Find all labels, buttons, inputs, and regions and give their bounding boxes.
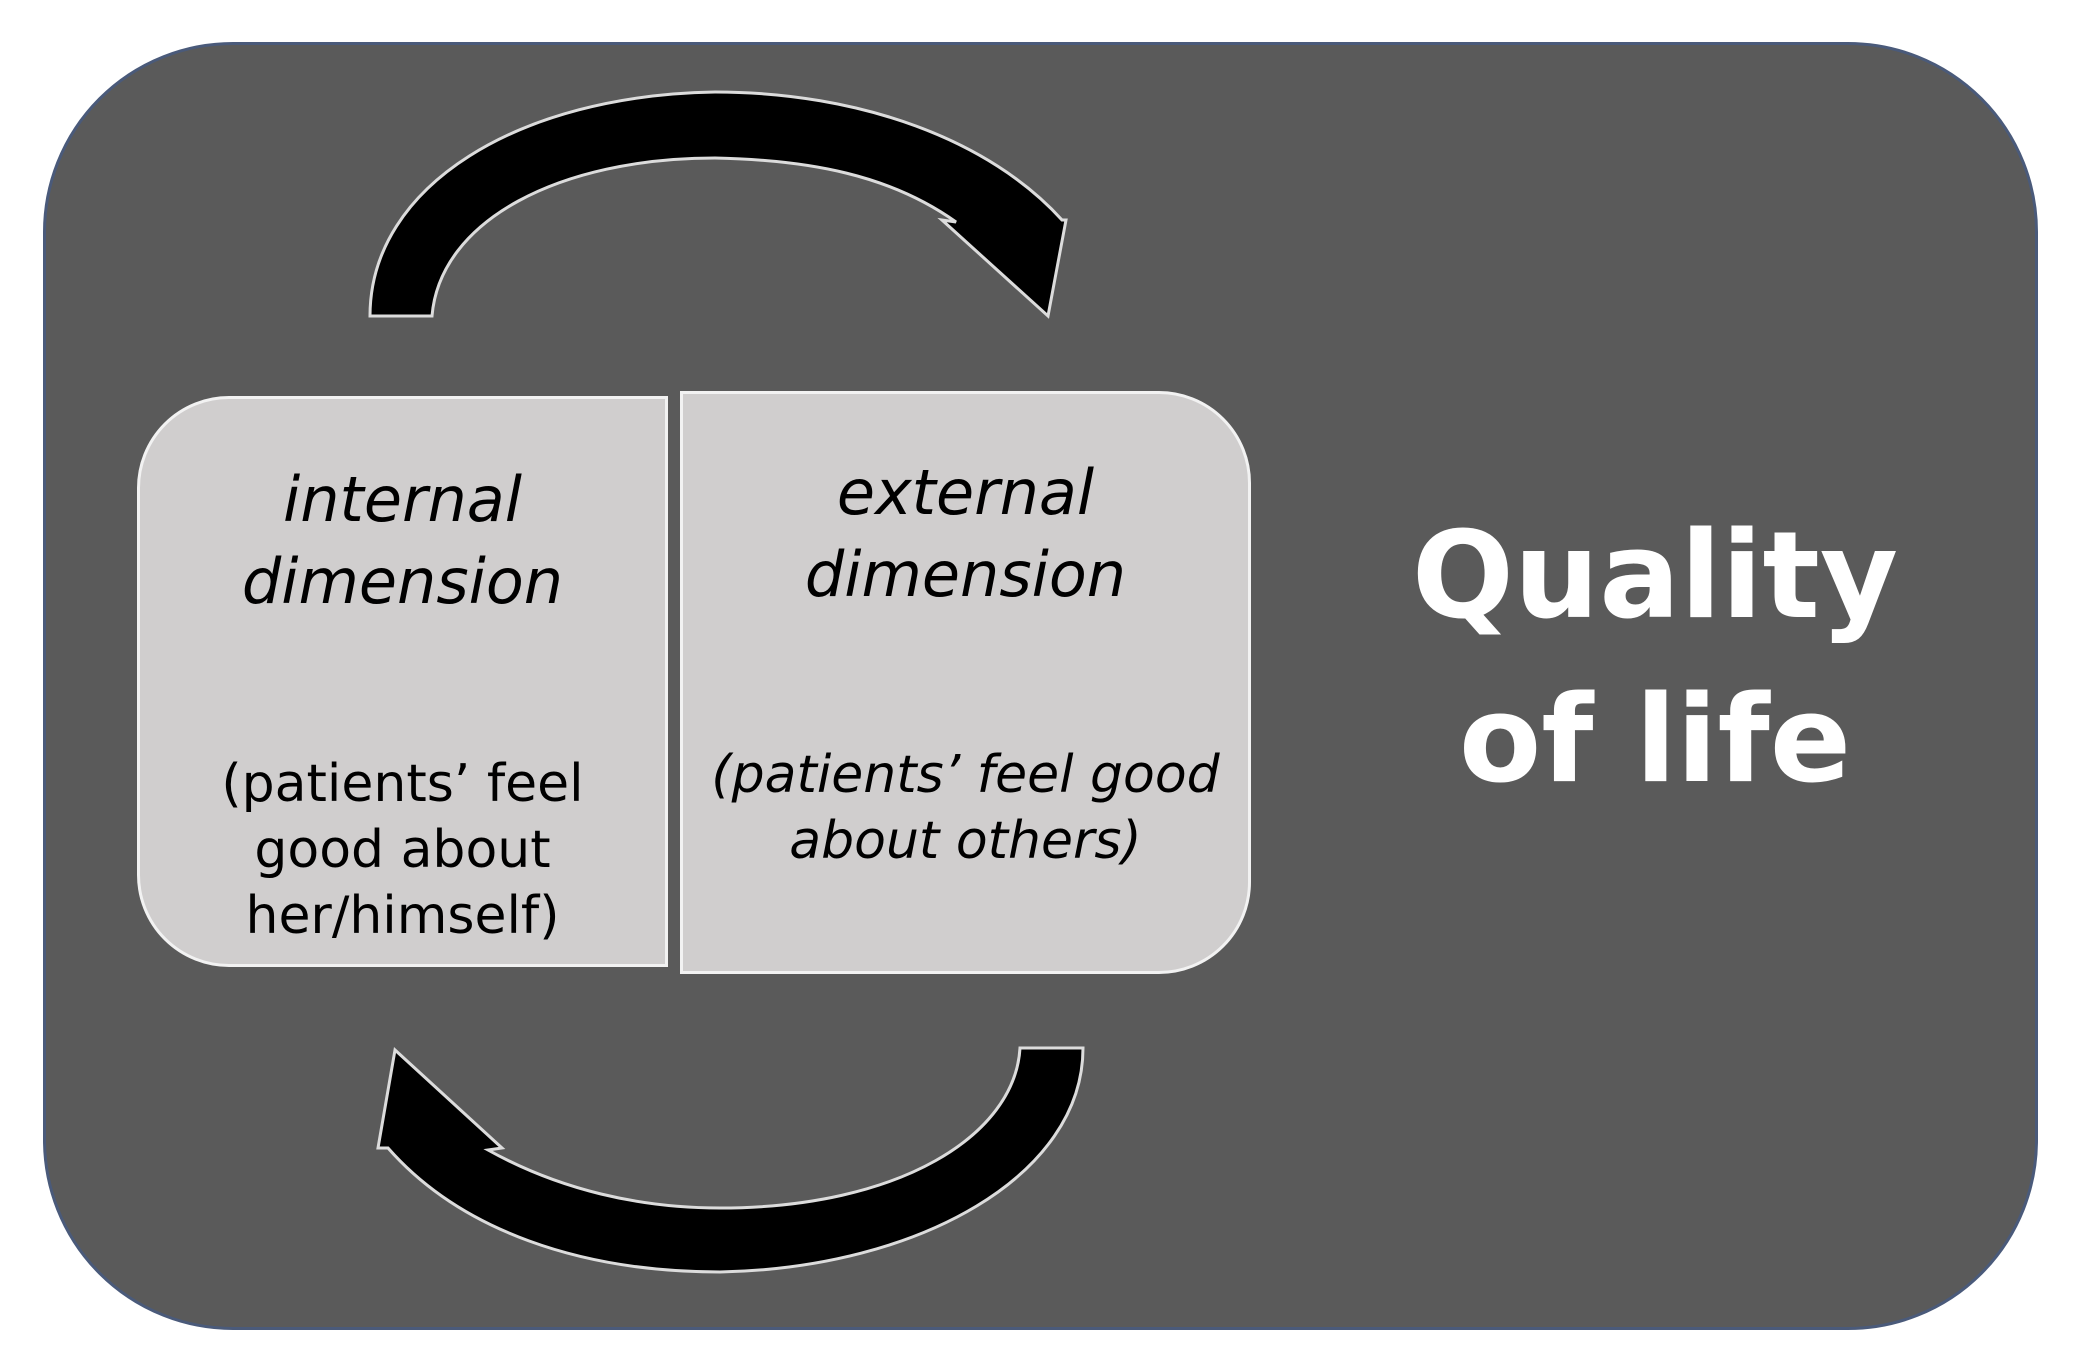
quality-of-life-title: Quality of life [1365,495,1945,823]
external-desc-line-1: (patients’ feel good [711,745,1220,805]
external-dimension-description: (patients’ feel good about others) [683,742,1248,874]
arrow-internal-to-external [368,90,1068,319]
external-title-line-1: external [836,456,1095,529]
internal-desc-line-1: (patients’ feel [221,754,584,814]
internal-title-line-1: internal [283,463,522,536]
external-dimension-title: external dimension [683,452,1248,616]
title-line-1: Quality [1411,507,1899,646]
external-title-line-2: dimension [804,538,1127,611]
internal-desc-line-3: her/himself) [245,886,560,946]
internal-dimension-description: (patients’ feel good about her/himself) [140,751,665,949]
external-dimension-box: external dimension (patients’ feel good … [680,391,1251,974]
internal-dimension-box: internal dimension (patients’ feel good … [137,396,668,967]
arrow-external-to-internal [376,1046,1085,1274]
internal-desc-line-2: good about [254,820,551,880]
title-line-2: of life [1458,671,1852,810]
external-desc-line-2: about others) [789,811,1142,871]
internal-dimension-title: internal dimension [140,459,665,623]
internal-title-line-2: dimension [241,545,564,618]
